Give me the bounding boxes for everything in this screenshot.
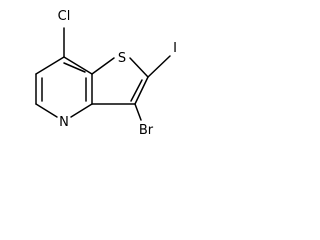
bond-c7-c6 bbox=[35, 56, 65, 75]
substituents bbox=[63, 27, 171, 121]
bond-c2-i bbox=[147, 55, 171, 78]
bond-n4-c3a bbox=[70, 103, 93, 118]
atom-chlorine-label: Cl bbox=[58, 9, 71, 24]
bond-c7a-c7-double bbox=[63, 62, 86, 73]
atom-bromine-label: Br bbox=[139, 123, 154, 138]
bond-c7a-s1 bbox=[91, 57, 115, 75]
bond-c3-br bbox=[134, 103, 142, 121]
bond-c2-c3-double bbox=[130, 79, 143, 102]
bond-c2-c3 bbox=[134, 76, 149, 105]
bond-s1-c2 bbox=[129, 57, 149, 78]
bond-c5-n4 bbox=[35, 103, 58, 118]
thiophene-ring bbox=[91, 57, 149, 105]
atom-nitrogen-label: N bbox=[59, 115, 69, 130]
bond-c7a-c7 bbox=[63, 56, 93, 75]
pyridine-ring bbox=[35, 56, 93, 118]
atom-iodine-label: I bbox=[173, 41, 177, 56]
atom-sulfur-label: S bbox=[118, 51, 126, 66]
structure-diagram: Cl S I N Br bbox=[35, 9, 177, 138]
